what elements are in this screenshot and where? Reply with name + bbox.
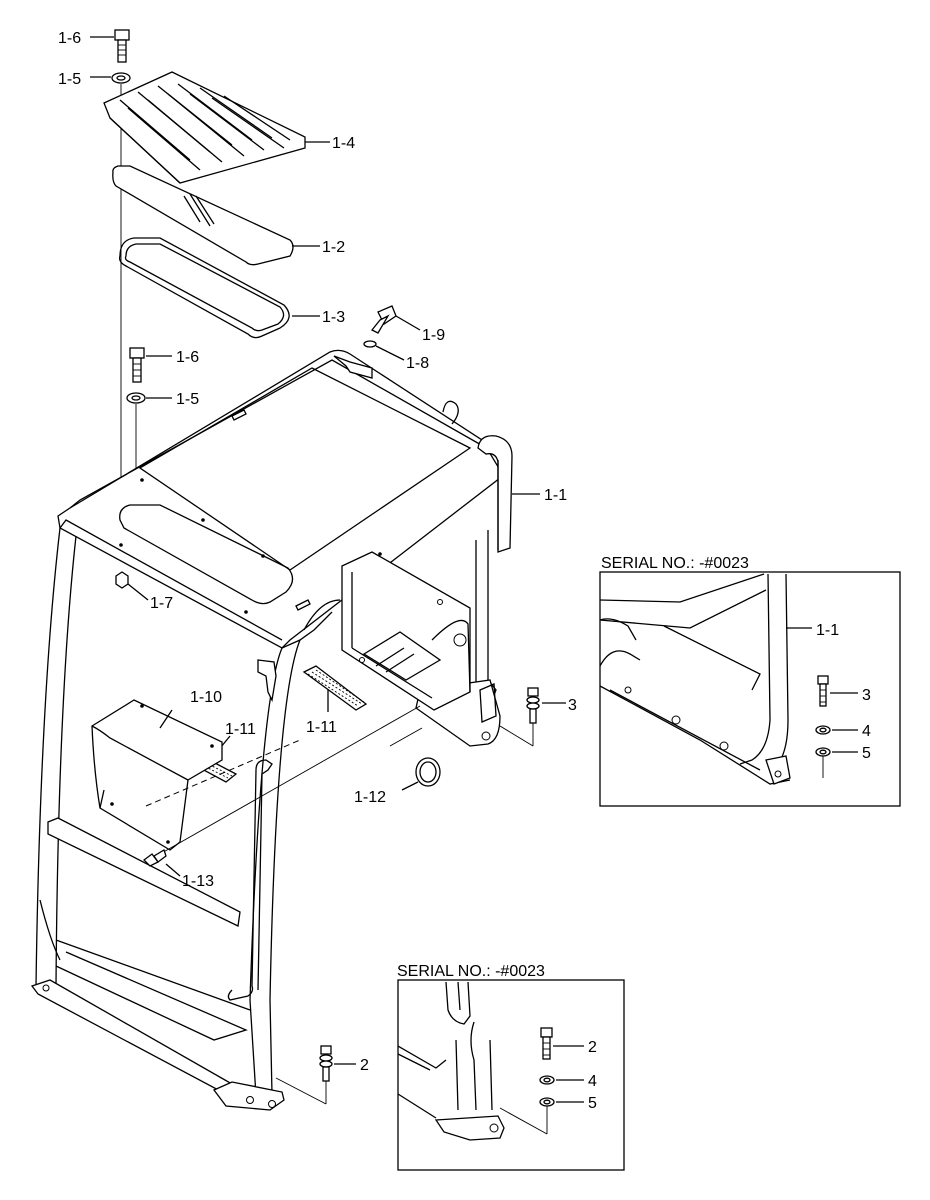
callout-1-13: 1-13 <box>182 873 214 890</box>
cover-1-10 <box>91 699 223 851</box>
callout-2-main: 2 <box>360 1057 369 1074</box>
bolt-2-main <box>275 1045 356 1105</box>
washer-1-5-top <box>90 72 131 84</box>
bolt-1-6-top <box>90 29 130 63</box>
callout-1-10: 1-10 <box>190 689 222 706</box>
bolt-1-6-mid <box>129 347 172 383</box>
assembly-line-cover <box>145 739 301 807</box>
inset-top-title: SERIAL NO.: -#0023 <box>601 555 749 572</box>
bolt-3-main <box>499 687 566 747</box>
callout-3-main: 3 <box>568 697 577 714</box>
box-bracket <box>341 551 471 711</box>
grommet-1-12 <box>389 727 441 791</box>
bolt-1-9 <box>370 305 421 334</box>
seal-1-3 <box>118 237 320 339</box>
washer-1-5-mid <box>126 392 172 404</box>
glass-1-2 <box>112 165 320 266</box>
top-guard-1-4 <box>103 71 330 184</box>
screw-1-13 <box>143 849 181 877</box>
callout-1-4: 1-4 <box>332 135 355 152</box>
callout-1-11-right: 1-11 <box>306 719 337 736</box>
inset-bottom-callout-5: 5 <box>588 1095 597 1112</box>
callout-1-6-top: 1-6 <box>58 30 81 47</box>
inset-bottom-callout-2: 2 <box>588 1039 597 1056</box>
callout-1-3: 1-3 <box>322 309 345 326</box>
inset-serial-top <box>599 571 901 807</box>
callout-1-7: 1-7 <box>150 595 173 612</box>
inset-top-callout-4: 4 <box>862 723 871 740</box>
inset-serial-bottom <box>397 979 625 1171</box>
cab-frame-1-1 <box>30 349 540 1111</box>
nut-1-7 <box>115 571 149 601</box>
inset-top-callout-3: 3 <box>862 687 871 704</box>
inset-bottom-title: SERIAL NO.: -#0023 <box>397 963 545 980</box>
inset-bottom-callout-4: 4 <box>588 1073 597 1090</box>
callout-1-6-mid: 1-6 <box>176 349 199 366</box>
callout-1-12: 1-12 <box>354 789 386 806</box>
inset-top-callout-5: 5 <box>862 745 871 762</box>
callout-1-11-left: 1-11 <box>225 721 256 738</box>
inset-top-callout-1-1: 1-1 <box>816 622 839 639</box>
callout-1-1: 1-1 <box>544 487 567 504</box>
washer-1-8 <box>363 340 405 361</box>
foam-pad-1-11-right <box>302 665 368 712</box>
callout-1-5-top: 1-5 <box>58 71 81 88</box>
callout-1-8: 1-8 <box>406 355 429 372</box>
callout-1-5-mid: 1-5 <box>176 391 199 408</box>
callout-1-2: 1-2 <box>322 239 345 256</box>
callout-1-9: 1-9 <box>422 327 445 344</box>
assembly-line-1-13 <box>159 705 421 855</box>
